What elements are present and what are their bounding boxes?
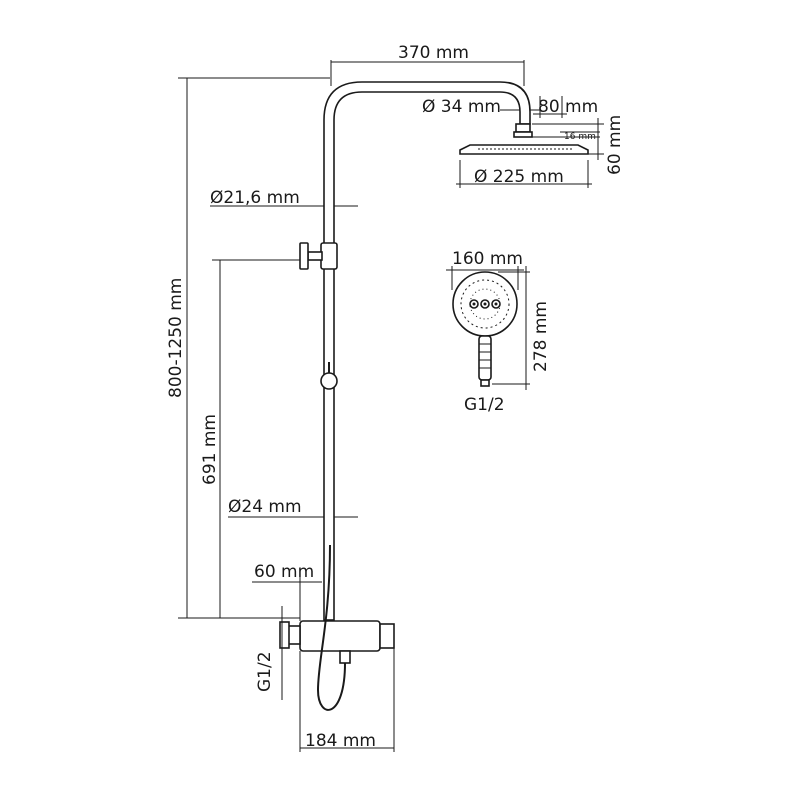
thermostatic-mixer bbox=[279, 620, 395, 664]
label-valve-height: 691 mm bbox=[200, 414, 220, 485]
label-arm-diameter: Ø 34 mm bbox=[422, 97, 501, 117]
label-head-offset: 80 mm bbox=[538, 97, 598, 117]
label-rail-upper-diameter: Ø21,6 mm bbox=[210, 188, 300, 208]
hand-shower bbox=[452, 271, 518, 387]
label-head-diameter: Ø 225 mm bbox=[474, 167, 564, 187]
shower-column bbox=[279, 81, 531, 711]
label-head-height: 60 mm bbox=[605, 115, 625, 175]
label-rail-lower-diameter: Ø24 mm bbox=[228, 497, 302, 517]
head-shower bbox=[459, 123, 589, 155]
label-handshower-width: 160 mm bbox=[452, 249, 523, 269]
diverter-valve bbox=[299, 242, 338, 270]
label-arm-width: 370 mm bbox=[398, 43, 469, 63]
label-total-height: 800-1250 mm bbox=[166, 278, 186, 398]
dimension-labels: 370 mm Ø 34 mm 80 mm 16 mm 60 mm Ø 225 m… bbox=[166, 43, 625, 751]
label-inlet-thread: G1/2 bbox=[255, 651, 275, 692]
hose bbox=[316, 544, 346, 711]
label-head-thickness-small: 16 mm bbox=[564, 132, 596, 142]
label-handshower-length: 278 mm bbox=[531, 301, 551, 372]
slider-knob bbox=[320, 372, 338, 390]
label-mixer-offset: 60 mm bbox=[254, 562, 314, 582]
dimension-lines bbox=[178, 60, 604, 752]
label-handshower-thread: G1/2 bbox=[464, 395, 505, 415]
label-mixer-width: 184 mm bbox=[305, 731, 376, 751]
